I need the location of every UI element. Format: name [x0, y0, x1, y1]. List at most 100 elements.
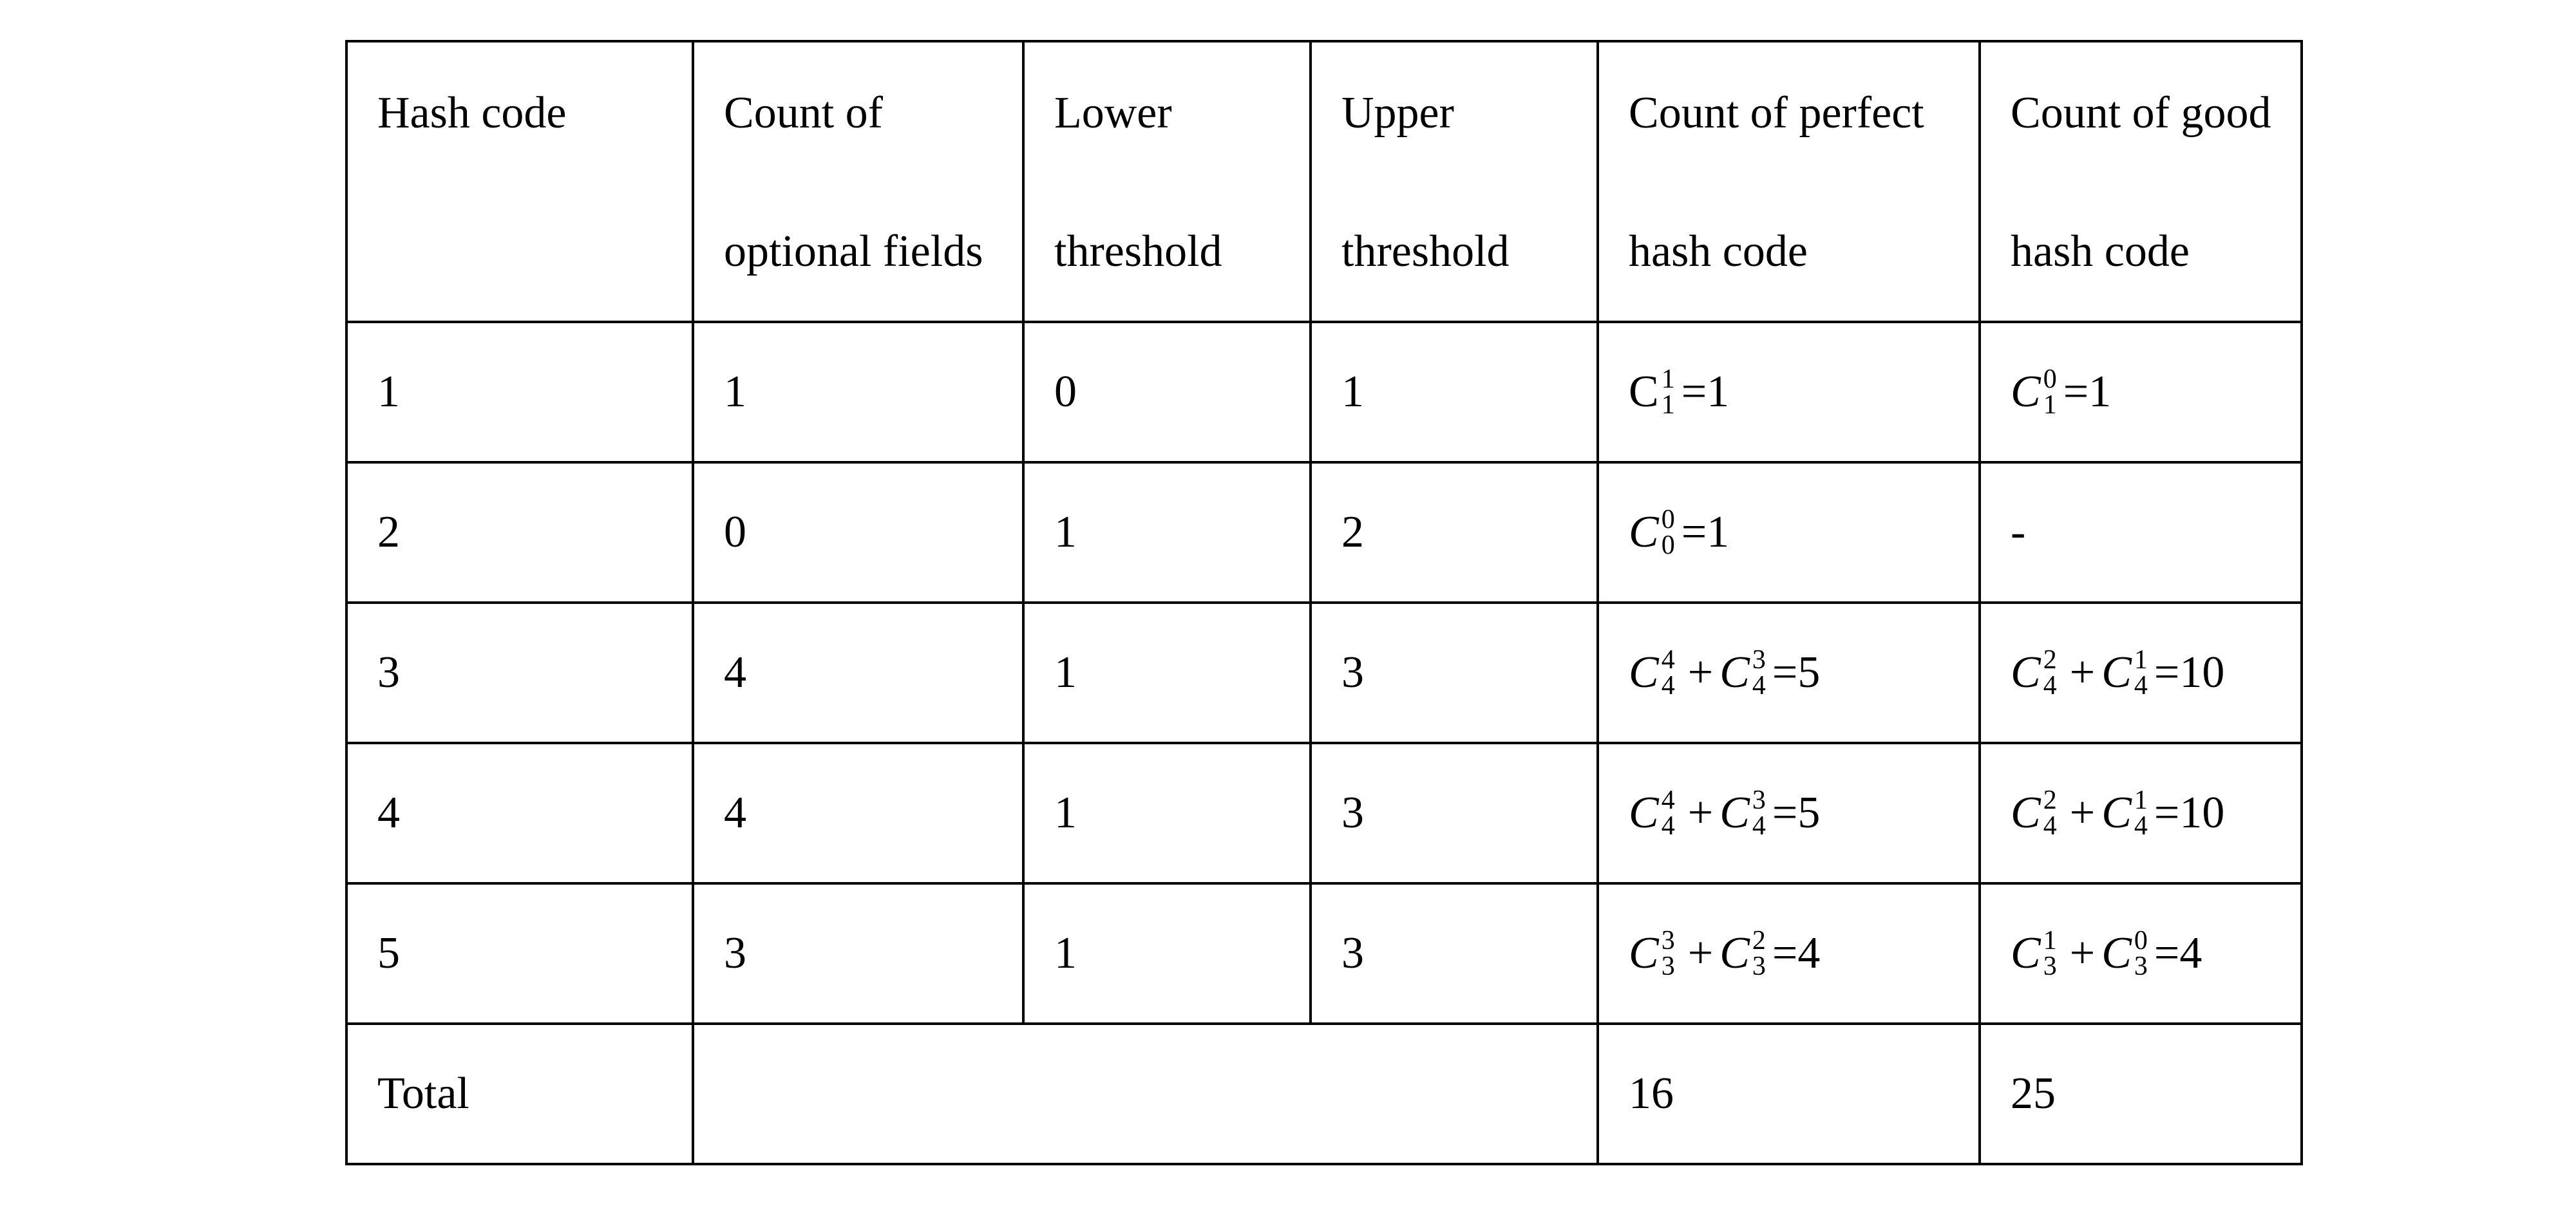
cell-lower: 0 — [1022, 321, 1312, 464]
superscript: 0 — [1661, 505, 1675, 534]
cell-hash: 5 — [345, 882, 694, 1025]
header-line: Upper — [1341, 88, 1454, 138]
subscript: 4 — [1752, 671, 1766, 701]
subscript: 3 — [1661, 952, 1675, 981]
combination-symbol: C — [1629, 367, 1659, 417]
plus-sign: + — [2069, 788, 2096, 838]
plus-sign: + — [2069, 928, 2096, 978]
subscript: 0 — [1661, 531, 1675, 560]
total-empty — [692, 1022, 1599, 1165]
cell-optional: 0 — [692, 461, 1025, 604]
cell-good: - — [1978, 461, 2303, 604]
superscript: 4 — [1661, 645, 1675, 675]
cell-hash: 3 — [345, 601, 694, 744]
header-line: Count of — [724, 88, 883, 138]
subscript: 3 — [1752, 952, 1766, 981]
combination-symbol: C — [2011, 648, 2041, 697]
subscript: 4 — [1752, 811, 1766, 841]
superscript: 4 — [1661, 785, 1675, 815]
cell-upper: 3 — [1309, 601, 1599, 744]
cell-lower: 1 — [1022, 461, 1312, 604]
plus-sign: + — [2069, 648, 2096, 697]
header-line: hash code — [2011, 227, 2190, 276]
subscript: 1 — [1661, 390, 1675, 420]
total-perfect: 16 — [1596, 1022, 1981, 1165]
formula-result: =4 — [1772, 928, 1821, 978]
header-line: Lower — [1054, 88, 1172, 138]
cell-lower: 1 — [1022, 742, 1312, 885]
cell-lower: 1 — [1022, 601, 1312, 744]
cell-hash: 4 — [345, 742, 694, 885]
cell-upper: 3 — [1309, 742, 1599, 885]
superscript: 3 — [1752, 785, 1766, 815]
superscript: 1 — [2134, 785, 2148, 815]
combination-symbol: C — [2101, 788, 2132, 838]
subscript: 1 — [2043, 390, 2057, 420]
header-line: Count of good — [2011, 88, 2271, 138]
combination-symbol: C — [1629, 928, 1659, 978]
superscript: 3 — [1752, 645, 1766, 675]
combination-symbol: C — [2011, 788, 2041, 838]
combination-symbol: C — [1719, 928, 1750, 978]
cell-text: - — [2011, 507, 2026, 557]
cell-optional: 1 — [692, 321, 1025, 464]
formula-result: =1 — [2063, 367, 2112, 417]
superscript: 3 — [1661, 926, 1675, 955]
combination-symbol: C — [1719, 648, 1750, 697]
header-hash-code: Hash code — [345, 40, 694, 323]
cell-optional: 3 — [692, 882, 1025, 1025]
superscript: 0 — [2043, 364, 2057, 394]
subscript: 4 — [2043, 671, 2057, 701]
subscript: 4 — [2043, 811, 2057, 841]
header-line: optional fields — [724, 227, 983, 276]
plus-sign: + — [1687, 648, 1714, 697]
combination-symbol: C — [1629, 648, 1659, 697]
header-optional-fields: Count of optional fields — [692, 40, 1025, 323]
header-line: Count of perfect — [1629, 88, 1924, 138]
cell-upper: 1 — [1309, 321, 1599, 464]
superscript: 1 — [2134, 645, 2148, 675]
superscript: 2 — [1752, 926, 1766, 955]
